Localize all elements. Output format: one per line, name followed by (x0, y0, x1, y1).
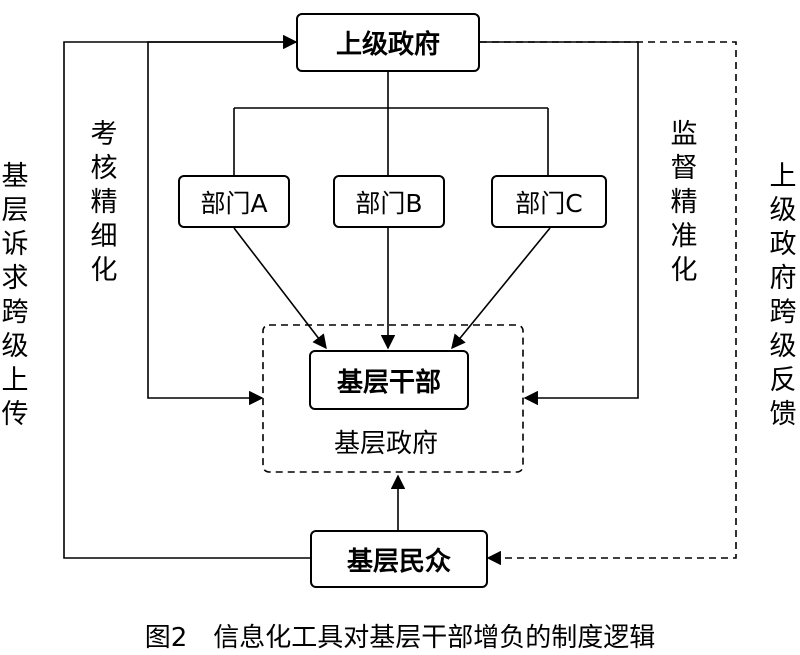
label-grassroots-demands: 基层诉求跨级上传 (1, 161, 29, 430)
label-supervision-precision: 监督精准化 (670, 119, 698, 286)
arrow-dept-a-to-cadre (233, 227, 327, 350)
grassroots-cadre-box: 基层干部 (309, 350, 469, 410)
superior-gov-box: 上级政府 (296, 13, 480, 72)
label-assessment-refinement: 考核精细化 (90, 119, 118, 286)
dept-c-box: 部门C (491, 175, 607, 228)
arrow-dept-c-to-cadre (451, 227, 551, 350)
grassroots-gov-frame (262, 324, 524, 473)
grassroots-public-box: 基层民众 (310, 530, 488, 588)
grassroots-cadre-label: 基层干部 (336, 367, 441, 398)
grassroots-gov-label: 基层政府 (334, 429, 439, 459)
figure-caption: 图2 信息化工具对基层干部增负的制度逻辑 (144, 623, 656, 653)
arrow-demands-upward (63, 34, 310, 559)
dept-c-label: 部门C (515, 188, 583, 218)
superior-gov-label: 上级政府 (335, 30, 440, 60)
dept-b-label: 部门B (355, 188, 423, 218)
label-superior-feedback: 上级政府跨级反馈 (769, 161, 797, 430)
dept-b-box: 部门B (333, 175, 445, 228)
dept-a-label: 部门A (200, 188, 268, 218)
grassroots-public-label: 基层民众 (346, 546, 451, 577)
dept-a-box: 部门A (178, 175, 290, 228)
